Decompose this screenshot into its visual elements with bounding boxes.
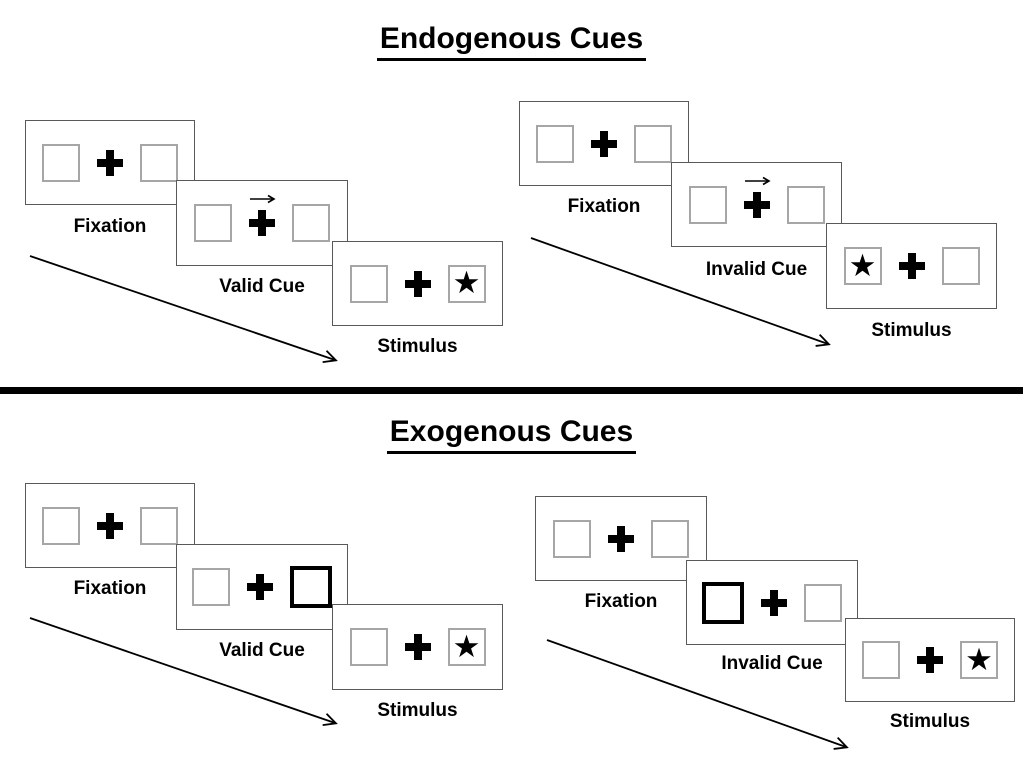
fixation-cross-icon (97, 512, 123, 539)
exo-valid-stimulus-panel: ★ (332, 604, 503, 690)
stimulus-label: Stimulus (889, 711, 971, 732)
exogenous-title-text: Exogenous Cues (386, 415, 637, 454)
right-box (140, 143, 178, 182)
right-box (634, 124, 672, 163)
endo-invalid-cue-panel (671, 162, 842, 247)
right-box (292, 204, 330, 242)
fixation-cross-icon (247, 574, 273, 600)
highlighted-right-box (290, 566, 332, 608)
stimulus-label: Stimulus (377, 336, 458, 357)
highlighted-left-box (702, 581, 744, 624)
section-divider (0, 387, 1023, 394)
left-box (194, 204, 232, 242)
left-box (862, 641, 900, 679)
valid-cue-label: Valid Cue (219, 640, 305, 661)
endo-valid-cue-panel (176, 180, 348, 266)
fixation-cross-icon (917, 647, 943, 673)
fixation-cross-icon (608, 525, 634, 552)
exogenous-section-title: Exogenous Cues (0, 415, 1023, 454)
timeline-arrow-endo-valid (29, 255, 335, 360)
left-box (42, 143, 80, 182)
fixation-label: Fixation (73, 216, 147, 237)
left-box (42, 506, 80, 545)
endo-invalid-fixation-panel (519, 101, 689, 186)
left-box (553, 519, 591, 558)
target-box: ★ (447, 264, 486, 303)
fixation-cross-icon (404, 634, 431, 660)
star-icon: ★ (848, 247, 877, 283)
stimulus-label: Stimulus (871, 320, 952, 341)
central-cue-group (249, 194, 276, 236)
fixation-label: Fixation (73, 578, 147, 599)
exo-invalid-fixation-panel (535, 496, 707, 581)
fixation-cross-icon (404, 270, 431, 297)
invalid-cue-label: Invalid Cue (705, 259, 808, 280)
exo-invalid-stimulus-panel: ★ (845, 618, 1015, 702)
target-box: ★ (447, 628, 486, 666)
right-box (786, 185, 825, 224)
star-icon: ★ (965, 641, 993, 677)
fixation-label: Fixation (584, 591, 658, 612)
endo-valid-fixation-panel (25, 120, 195, 205)
left-box (349, 628, 388, 666)
target-box: ★ (843, 247, 882, 285)
exo-valid-fixation-panel (25, 483, 195, 568)
exo-invalid-cue-panel (686, 560, 858, 645)
right-box (804, 583, 842, 622)
endogenous-section-title: Endogenous Cues (0, 22, 1023, 61)
endo-invalid-stimulus-panel: ★ (826, 223, 997, 309)
fixation-cross-icon (761, 589, 787, 616)
valid-cue-label: Valid Cue (219, 276, 305, 297)
fixation-cross-icon (898, 253, 925, 279)
fixation-cross-icon (249, 210, 275, 236)
endogenous-title-text: Endogenous Cues (376, 22, 647, 61)
stimulus-label: Stimulus (377, 700, 458, 721)
endo-valid-stimulus-panel: ★ (332, 241, 503, 326)
fixation-cross-icon (743, 191, 770, 218)
left-box (192, 568, 230, 606)
left-box (349, 264, 388, 303)
target-box: ★ (960, 641, 998, 679)
fixation-label: Fixation (567, 196, 641, 217)
left-box (688, 185, 727, 224)
cue-arrow-right-icon (250, 194, 276, 204)
right-box (941, 247, 980, 285)
right-box (140, 506, 178, 545)
left-box (536, 124, 574, 163)
fixation-cross-icon (97, 149, 123, 176)
star-icon: ★ (452, 265, 481, 300)
star-icon: ★ (452, 628, 481, 664)
invalid-cue-label: Invalid Cue (721, 653, 823, 674)
central-cue-group (743, 176, 771, 218)
fixation-cross-icon (591, 130, 617, 157)
exo-valid-cue-panel (176, 544, 348, 630)
timeline-arrow-endo-invalid (530, 237, 828, 344)
timeline-arrow-exo-valid (29, 617, 335, 723)
right-box (651, 519, 689, 558)
cue-arrow-right-icon (744, 176, 771, 185)
